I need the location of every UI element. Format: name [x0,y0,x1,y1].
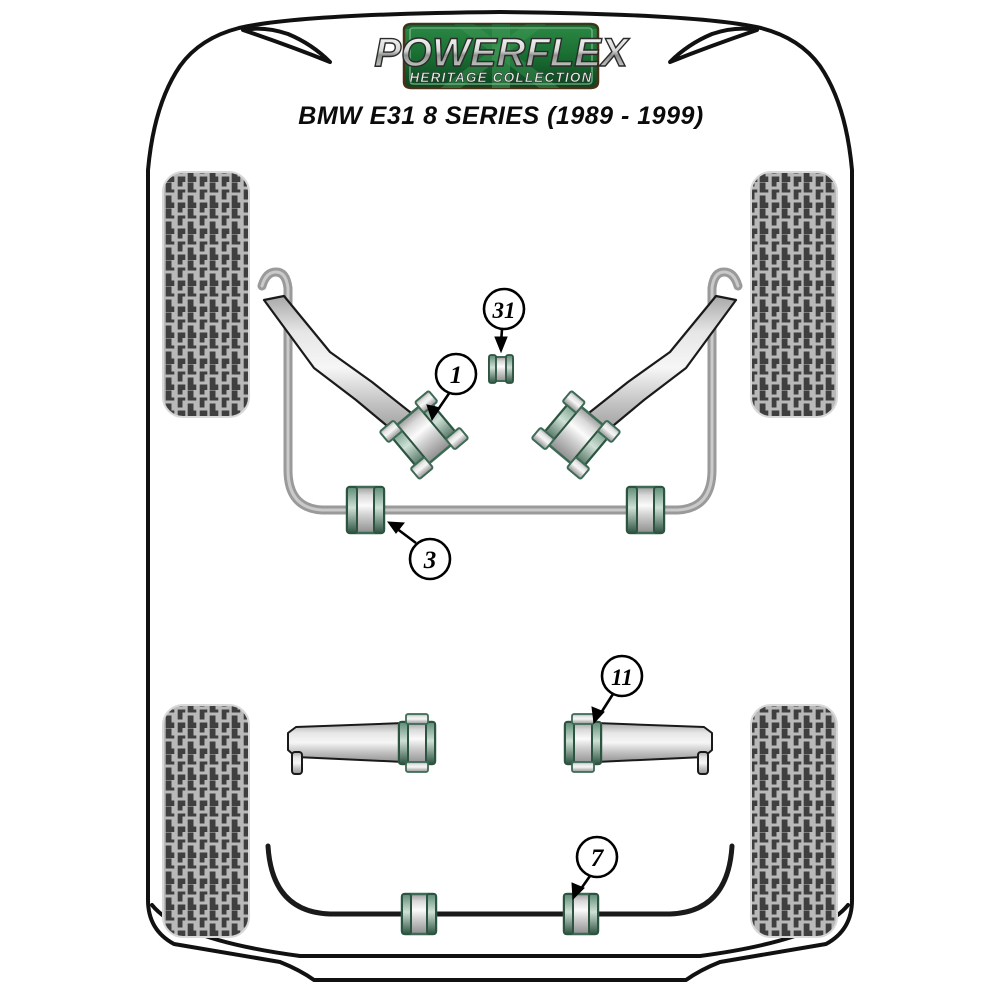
body-silhouette [146,10,854,982]
callout-1[interactable]: 1 [434,352,478,396]
front-right-wheel [750,171,838,418]
front-wishbone-bush-left [379,390,469,480]
logo-wordmark: POWERFLEX [374,31,630,75]
front-wishbone-bush-right [531,390,621,480]
logo-union-jack [404,24,598,88]
car-body-outline [146,10,854,982]
callout-31[interactable]: 31 [482,287,526,331]
callout-7-circle[interactable] [575,835,619,879]
powerflex-logo: POWERFLEX HERITAGE COLLECTION [374,22,631,90]
callout-31-circle[interactable] [482,287,526,331]
front-left-wheel [162,171,250,418]
rear-arb-bush-right [562,892,600,936]
rear-trailing-arm-right [563,713,713,775]
logo-subtitle: HERITAGE COLLECTION [409,70,592,85]
callout-3-number: 3 [423,547,437,574]
callout-1-circle[interactable] [434,352,478,396]
front-arb-bush-left [345,485,386,535]
wheels-group [162,171,838,938]
leader-line-3 [395,526,417,545]
rear-trailing-arm-bush-right [563,713,603,773]
leader-arrow-1 [426,404,441,422]
front-anti-roll-bar [257,267,743,535]
front-left-mirror [241,26,332,64]
rear-arb-bush-left [400,892,438,936]
callout-11[interactable]: 11 [600,654,644,698]
callout-7[interactable]: 7 [575,835,619,879]
front-wishbone-left [262,294,469,480]
callout-3-circle[interactable] [408,537,452,581]
leader-arrow-31 [494,336,508,354]
callout-11-number: 11 [611,665,633,690]
leader-arrow-11 [591,706,605,725]
callout-leaders [386,328,615,901]
rear-trailing-arm-left [287,713,437,775]
callout-31-number: 31 [492,298,516,323]
front-arb-bush-right [625,485,666,535]
callout-3[interactable]: 3 [408,537,452,581]
front-right-mirror [668,26,759,64]
leader-arrow-3 [386,521,405,534]
page-title: BMW E31 8 SERIES (1989 - 1999) [298,102,703,130]
rear-anti-roll-bar [265,843,735,936]
trailing-arm-stud-right [697,751,709,775]
rear-left-wheel [162,704,250,938]
callout-11-circle[interactable] [600,654,644,698]
front-wishbone-right [531,294,738,480]
callout-1-number: 1 [450,362,463,389]
rear-trailing-arm-bush-left [397,713,437,773]
jack-pad-bush [488,354,514,384]
leader-arrow-7 [571,882,585,901]
trailing-arm-stud-left [291,751,303,775]
rear-arb-tube [265,843,735,917]
rear-right-wheel [750,704,838,938]
logo-inner-border [409,27,593,85]
anti-roll-bar-highlight [260,270,740,512]
callout-7-number: 7 [591,845,605,872]
